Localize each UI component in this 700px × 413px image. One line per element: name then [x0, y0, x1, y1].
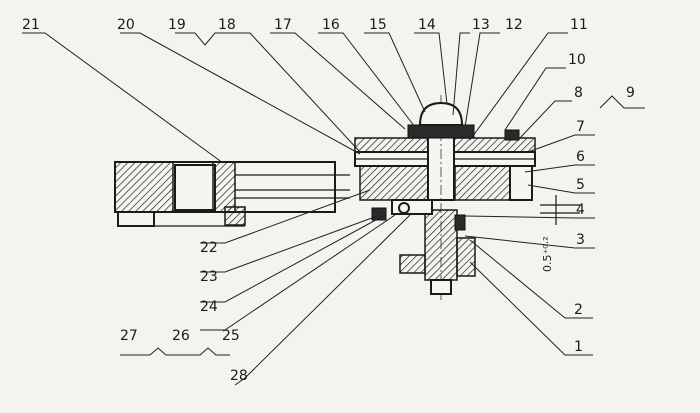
callout-6: 6	[576, 149, 585, 165]
callout-11: 11	[570, 17, 588, 33]
callout-3: 3	[576, 232, 585, 248]
callout-26: 26	[172, 328, 190, 344]
callout-16: 16	[322, 17, 340, 33]
cylinder-inner	[174, 164, 216, 211]
callout-22: 22	[200, 240, 218, 256]
callout-9: 9	[626, 85, 635, 101]
callout-14: 14	[418, 17, 436, 33]
dimension-tolerance: 0.5⁺⁰·²	[541, 236, 554, 272]
callout-4: 4	[576, 202, 585, 218]
shaft-dome	[418, 101, 464, 126]
callout-12: 12	[505, 17, 523, 33]
cylinder-end-hatch	[114, 161, 174, 213]
base-foot-right	[224, 206, 246, 226]
callout-19: 19	[168, 17, 186, 33]
callout-17: 17	[274, 17, 292, 33]
callout-7: 7	[576, 119, 585, 135]
spring-clip	[454, 214, 466, 231]
callout-20: 20	[117, 17, 135, 33]
callout-labels: 21 20 19 18 17 16 15 14 13 12 11 10 8 9 …	[22, 17, 635, 384]
callout-2: 2	[574, 302, 583, 318]
lower-shaft	[430, 279, 452, 295]
callout-23: 23	[200, 269, 218, 285]
callout-27: 27	[120, 328, 138, 344]
housing-right-cap	[509, 165, 533, 201]
housing-lower	[359, 165, 431, 201]
callout-15: 15	[369, 17, 387, 33]
callout-18: 18	[218, 17, 236, 33]
leader-lines	[22, 32, 645, 386]
callout-28: 28	[230, 368, 248, 384]
top-nut	[407, 124, 475, 139]
callout-13: 13	[472, 17, 490, 33]
right-nut	[504, 129, 520, 141]
lever-pivot	[398, 202, 410, 214]
callout-25: 25	[222, 328, 240, 344]
base-foot-left	[117, 211, 155, 227]
callout-24: 24	[200, 299, 218, 315]
lower-flange-right	[456, 237, 476, 277]
lower-flange-left	[399, 254, 426, 274]
callout-1: 1	[574, 339, 583, 355]
callout-5: 5	[576, 177, 585, 193]
drawing-body: 0.5⁺⁰·²	[114, 95, 580, 300]
cylinder-flange-hatch	[212, 161, 236, 213]
callout-10: 10	[568, 52, 586, 68]
callout-8: 8	[574, 85, 583, 101]
callout-21: 21	[22, 17, 40, 33]
lever-arm	[391, 199, 433, 215]
lower-housing	[424, 209, 458, 281]
